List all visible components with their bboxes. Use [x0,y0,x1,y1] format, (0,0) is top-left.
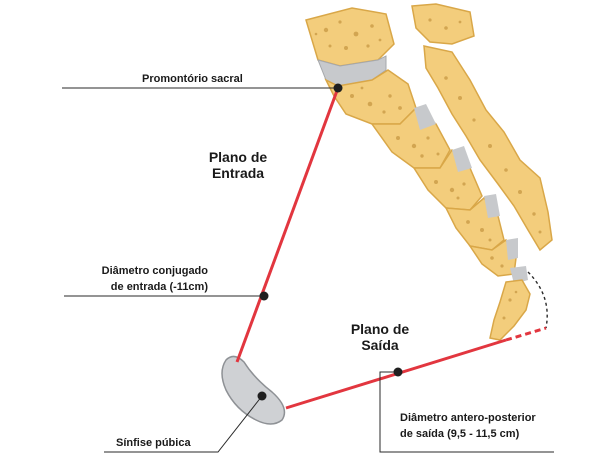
inlet-conjugate-line [235,87,340,363]
sacral-disc [452,146,472,172]
leader-anteroposterior [379,371,554,453]
sacral-disc [506,238,518,260]
anteroposterior-midpoint [393,367,403,377]
outlet-diameter-dashed [505,326,547,342]
conjugado-midpoint [259,291,269,301]
coccyx [489,279,531,341]
label-plano-entrada-2: Entrada [212,165,264,181]
label-promontorio: Promontório sacral [142,73,243,85]
label-conjugado-2: de entrada (-11cm) [111,281,209,293]
sinfise-point [257,391,267,401]
label-anteroposterior-1: Diâmetro antero-posterior [400,412,536,424]
label-plano-entrada-1: Plano de [209,149,268,165]
coccyx-disc [510,266,528,284]
sacrum-bones [305,3,553,341]
spinous-process [411,3,475,45]
label-anteroposterior-2: de saída (9,5 - 11,5 cm) [400,428,520,440]
promontorio-point [333,83,343,93]
lumbar-vertebra [305,7,395,67]
label-conjugado-1: Diâmetro conjugado [102,265,209,277]
sacral-disc [484,194,500,218]
sacral-disc [414,104,436,130]
coccyx-mobility-arc [527,271,548,329]
label-plano-saida-1: Plano de [351,321,410,337]
leader-sinfise [104,395,263,453]
label-plano-saida-2: Saída [361,337,399,353]
sacral-ala [423,45,553,252]
bone-texture [314,18,542,320]
pubic-symphysis-bone [221,355,286,425]
label-sinfise: Sínfise púbica [116,437,191,449]
